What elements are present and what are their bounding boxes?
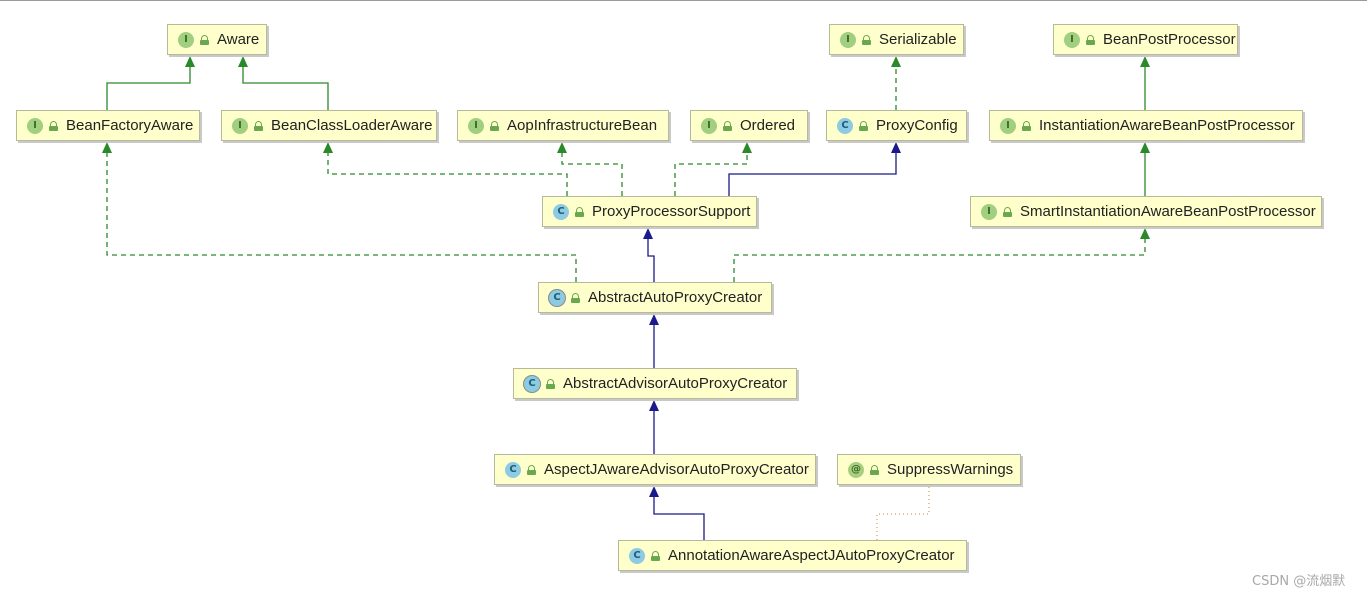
arrowhead-icon	[1140, 56, 1150, 67]
abstract-badge-icon: C	[549, 289, 565, 306]
node-label: SuppressWarnings	[887, 461, 1014, 478]
edge-instantiation-aware-bpp-to-bean-post-processor	[1140, 56, 1150, 110]
edge-aspectj-aware-advisor-auto-proxy-creator-to-abstract-advisor-auto-proxy-creator	[649, 400, 659, 454]
interface-badge-icon: I	[1000, 117, 1016, 134]
public-lock-icon	[723, 120, 732, 131]
public-lock-icon	[575, 206, 584, 217]
edge-bean-factory-aware-to-aware	[106, 56, 195, 110]
node-proxy-processor-support[interactable]: C ProxyProcessorSupport	[542, 196, 757, 227]
node-bean-class-loader-aware[interactable]: I BeanClassLoaderAware	[221, 110, 437, 141]
edge-bean-class-loader-aware-to-aware	[238, 56, 329, 110]
interface-badge-icon: I	[1064, 31, 1080, 48]
node-smart-instantiation-aware-bpp[interactable]: I SmartInstantiationAwareBeanPostProcesso…	[970, 196, 1322, 227]
public-lock-icon	[651, 550, 660, 561]
public-lock-icon	[200, 34, 209, 45]
node-annotation-aware-aspectj-auto-proxy-creator[interactable]: C AnnotationAwareAspectJAutoProxyCreator	[618, 540, 967, 571]
interface-badge-icon: I	[840, 31, 856, 48]
node-label: BeanPostProcessor	[1103, 31, 1236, 48]
node-ordered[interactable]: I Ordered	[690, 110, 808, 141]
interface-badge-icon: I	[468, 117, 484, 134]
window-top-border	[0, 0, 1367, 1]
arrowhead-icon	[1140, 142, 1150, 153]
public-lock-icon	[859, 120, 868, 131]
arrowhead-icon	[643, 228, 653, 239]
node-label: BeanFactoryAware	[66, 117, 194, 134]
arrowhead-icon	[102, 142, 112, 153]
public-lock-icon	[862, 34, 871, 45]
edge-proxy-processor-support-to-ordered	[674, 142, 752, 196]
node-label: AspectJAwareAdvisorAutoProxyCreator	[544, 461, 809, 478]
class-badge-icon: C	[505, 461, 521, 478]
annotation-badge-icon: @	[848, 461, 864, 478]
node-label: AbstractAdvisorAutoProxyCreator	[563, 375, 788, 392]
edge-smart-instantiation-aware-bpp-to-instantiation-aware-bpp	[1140, 142, 1150, 196]
arrowhead-icon	[891, 142, 901, 153]
node-label: SmartInstantiationAwareBeanPostProcessor	[1020, 203, 1316, 220]
abstract-badge-icon: C	[524, 375, 540, 392]
node-abstract-auto-proxy-creator[interactable]: C AbstractAutoProxyCreator	[538, 282, 772, 313]
node-aware[interactable]: I Aware	[167, 24, 267, 55]
arrowhead-icon	[649, 400, 659, 411]
public-lock-icon	[1086, 34, 1095, 45]
interface-badge-icon: I	[981, 203, 997, 220]
public-lock-icon	[527, 464, 536, 475]
node-abstract-advisor-auto-proxy-creator[interactable]: C AbstractAdvisorAutoProxyCreator	[513, 368, 797, 399]
arrowhead-icon	[742, 142, 752, 153]
edge-abstract-auto-proxy-creator-to-bean-factory-aware	[102, 142, 577, 282]
node-proxy-config[interactable]: C ProxyConfig	[826, 110, 967, 141]
arrowhead-icon	[323, 142, 333, 153]
public-lock-icon	[49, 120, 58, 131]
interface-badge-icon: I	[178, 31, 194, 48]
interface-badge-icon: I	[27, 117, 43, 134]
class-badge-icon: C	[629, 547, 645, 564]
class-badge-icon: C	[837, 117, 853, 134]
edge-annotation-aware-aspectj-auto-proxy-creator-to-aspectj-aware-advisor-auto-proxy-creator	[649, 486, 705, 540]
public-lock-icon	[254, 120, 263, 131]
arrowhead-icon	[649, 314, 659, 325]
public-lock-icon	[490, 120, 499, 131]
edge-abstract-auto-proxy-creator-to-smart-instantiation-aware-bpp	[733, 228, 1150, 282]
node-bean-post-processor[interactable]: I BeanPostProcessor	[1053, 24, 1238, 55]
public-lock-icon	[1003, 206, 1012, 217]
arrowhead-icon	[557, 142, 567, 153]
arrowhead-icon	[238, 56, 248, 67]
public-lock-icon	[546, 378, 555, 389]
node-label: Aware	[217, 31, 260, 48]
node-aop-infrastructure-bean[interactable]: I AopInfrastructureBean	[457, 110, 669, 141]
node-label: AbstractAutoProxyCreator	[588, 289, 763, 306]
arrowhead-icon	[649, 486, 659, 497]
edge-abstract-advisor-auto-proxy-creator-to-abstract-auto-proxy-creator	[649, 314, 659, 368]
edge-proxy-processor-support-to-aop-infrastructure-bean	[557, 142, 623, 196]
interface-badge-icon: I	[232, 117, 248, 134]
edge-abstract-auto-proxy-creator-to-proxy-processor-support	[643, 228, 655, 282]
edge-proxy-processor-support-to-proxy-config	[728, 142, 901, 196]
node-serializable[interactable]: I Serializable	[829, 24, 964, 55]
node-label: Ordered	[740, 117, 796, 134]
edge-proxy-config-to-serializable	[891, 56, 901, 110]
arrowhead-icon	[891, 56, 901, 67]
node-label: InstantiationAwareBeanPostProcessor	[1039, 117, 1295, 134]
node-aspectj-aware-advisor-auto-proxy-creator[interactable]: C AspectJAwareAdvisorAutoProxyCreator	[494, 454, 816, 485]
arrowhead-icon	[1140, 228, 1150, 239]
node-suppress-warnings[interactable]: @ SuppressWarnings	[837, 454, 1021, 485]
edge-proxy-processor-support-to-bean-class-loader-aware	[323, 142, 568, 196]
class-badge-icon: C	[553, 203, 569, 220]
public-lock-icon	[1022, 120, 1031, 131]
node-label: ProxyConfig	[876, 117, 958, 134]
node-label: ProxyProcessorSupport	[592, 203, 751, 220]
node-label: Serializable	[879, 31, 957, 48]
node-instantiation-aware-bpp[interactable]: I InstantiationAwareBeanPostProcessor	[989, 110, 1303, 141]
node-label: AnnotationAwareAspectJAutoProxyCreator	[668, 547, 955, 564]
interface-badge-icon: I	[701, 117, 717, 134]
public-lock-icon	[870, 464, 879, 475]
node-label: BeanClassLoaderAware	[271, 117, 433, 134]
public-lock-icon	[571, 292, 580, 303]
edge-annotation-aware-aspectj-auto-proxy-creator-to-suppress-warnings	[876, 486, 930, 540]
arrowhead-icon	[185, 56, 195, 67]
watermark: CSDN @流烟默	[1252, 574, 1346, 589]
node-bean-factory-aware[interactable]: I BeanFactoryAware	[16, 110, 200, 141]
node-label: AopInfrastructureBean	[507, 117, 658, 134]
